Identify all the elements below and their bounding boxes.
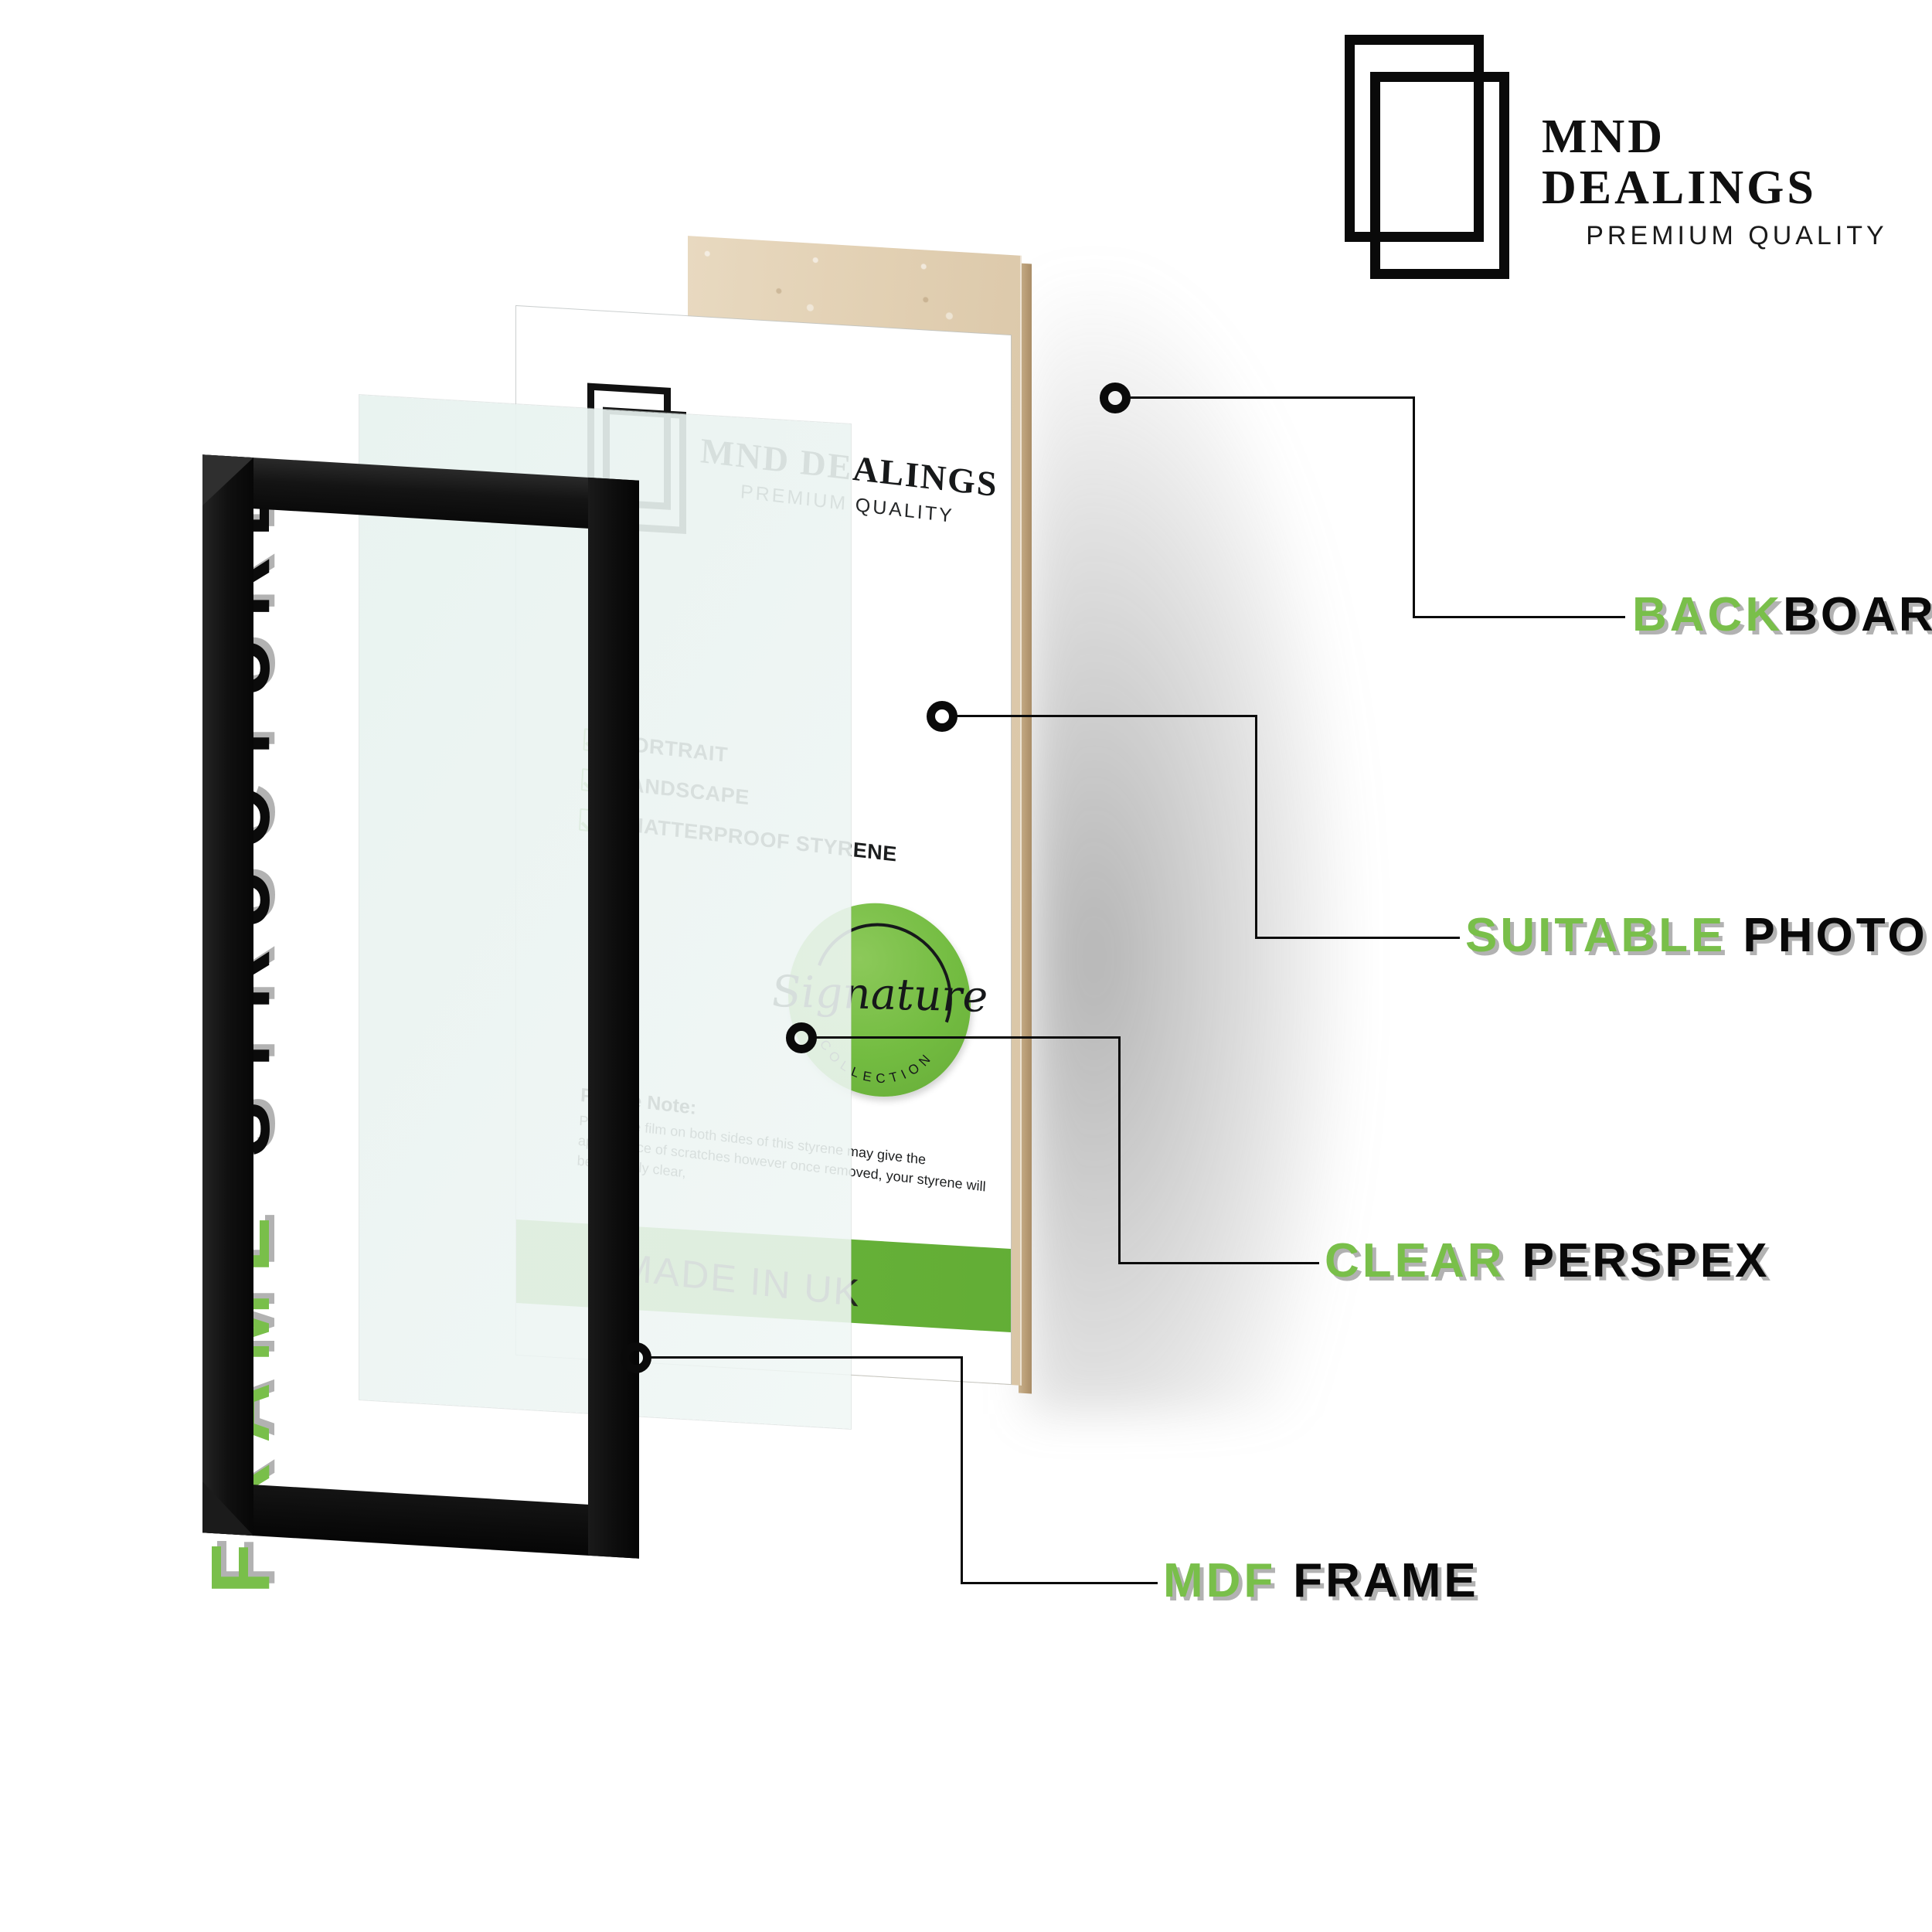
callout-leader-photo-h2	[1255, 937, 1460, 939]
brand-name: MND DEALINGS	[1542, 111, 1817, 214]
callout-label-mdf-green: MDF	[1163, 1554, 1277, 1607]
callout-leader-mdf-v	[961, 1356, 963, 1584]
callout-leader-photo-h1	[956, 715, 1257, 717]
callout-marker-backboard[interactable]	[1100, 383, 1131, 413]
callout-leader-perspex-h2	[1118, 1262, 1319, 1264]
callout-marker-clear-perspex[interactable]	[786, 1022, 817, 1053]
callout-marker-mdf-frame[interactable]	[621, 1342, 651, 1373]
callout-leader-mdf-h2	[961, 1582, 1158, 1584]
callout-leader-mdf-h1	[650, 1356, 963, 1359]
callout-label-photo-green: SUITABLE	[1465, 909, 1726, 962]
callout-leader-photo-v	[1255, 715, 1257, 939]
callout-label-backboard-green: BACK	[1632, 588, 1784, 641]
brand-text-group: MND DEALINGS PREMIUM QUALITY	[1542, 112, 1932, 250]
callout-label-backboard: BACKBOARD	[1632, 587, 1932, 642]
callout-label-mdf-black: FRAME	[1293, 1554, 1479, 1607]
brand-tagline: PREMIUM QUALITY	[1586, 220, 1888, 250]
callout-label-mdf-frame: MDF FRAME	[1163, 1553, 1479, 1608]
callout-marker-suitable-photo[interactable]	[927, 701, 957, 732]
callout-label-clear-perspex: CLEAR PERSPEX	[1325, 1233, 1770, 1288]
callout-label-perspex-black: PERSPEX	[1522, 1234, 1770, 1287]
callout-leader-perspex-v	[1118, 1036, 1121, 1264]
callout-label-backboard-black: BOARD	[1783, 588, 1932, 641]
brand-lockup: MND DEALINGS PREMIUM QUALITY	[1345, 35, 1932, 282]
logo-rect-inner	[1370, 72, 1509, 279]
callout-label-perspex-green: CLEAR	[1325, 1234, 1505, 1287]
backboard-shadow	[1028, 270, 1360, 1414]
callout-leader-perspex-h1	[815, 1036, 1121, 1039]
callout-leader-backboard-v	[1413, 396, 1415, 618]
callout-label-suitable-photo: SUITABLE PHOTO	[1465, 908, 1928, 963]
double-rectangle-frame-icon	[1345, 35, 1511, 282]
callout-leader-backboard-h1	[1129, 396, 1415, 399]
callout-leader-backboard-h2	[1413, 616, 1625, 618]
callout-label-photo-black: PHOTO	[1743, 909, 1928, 962]
